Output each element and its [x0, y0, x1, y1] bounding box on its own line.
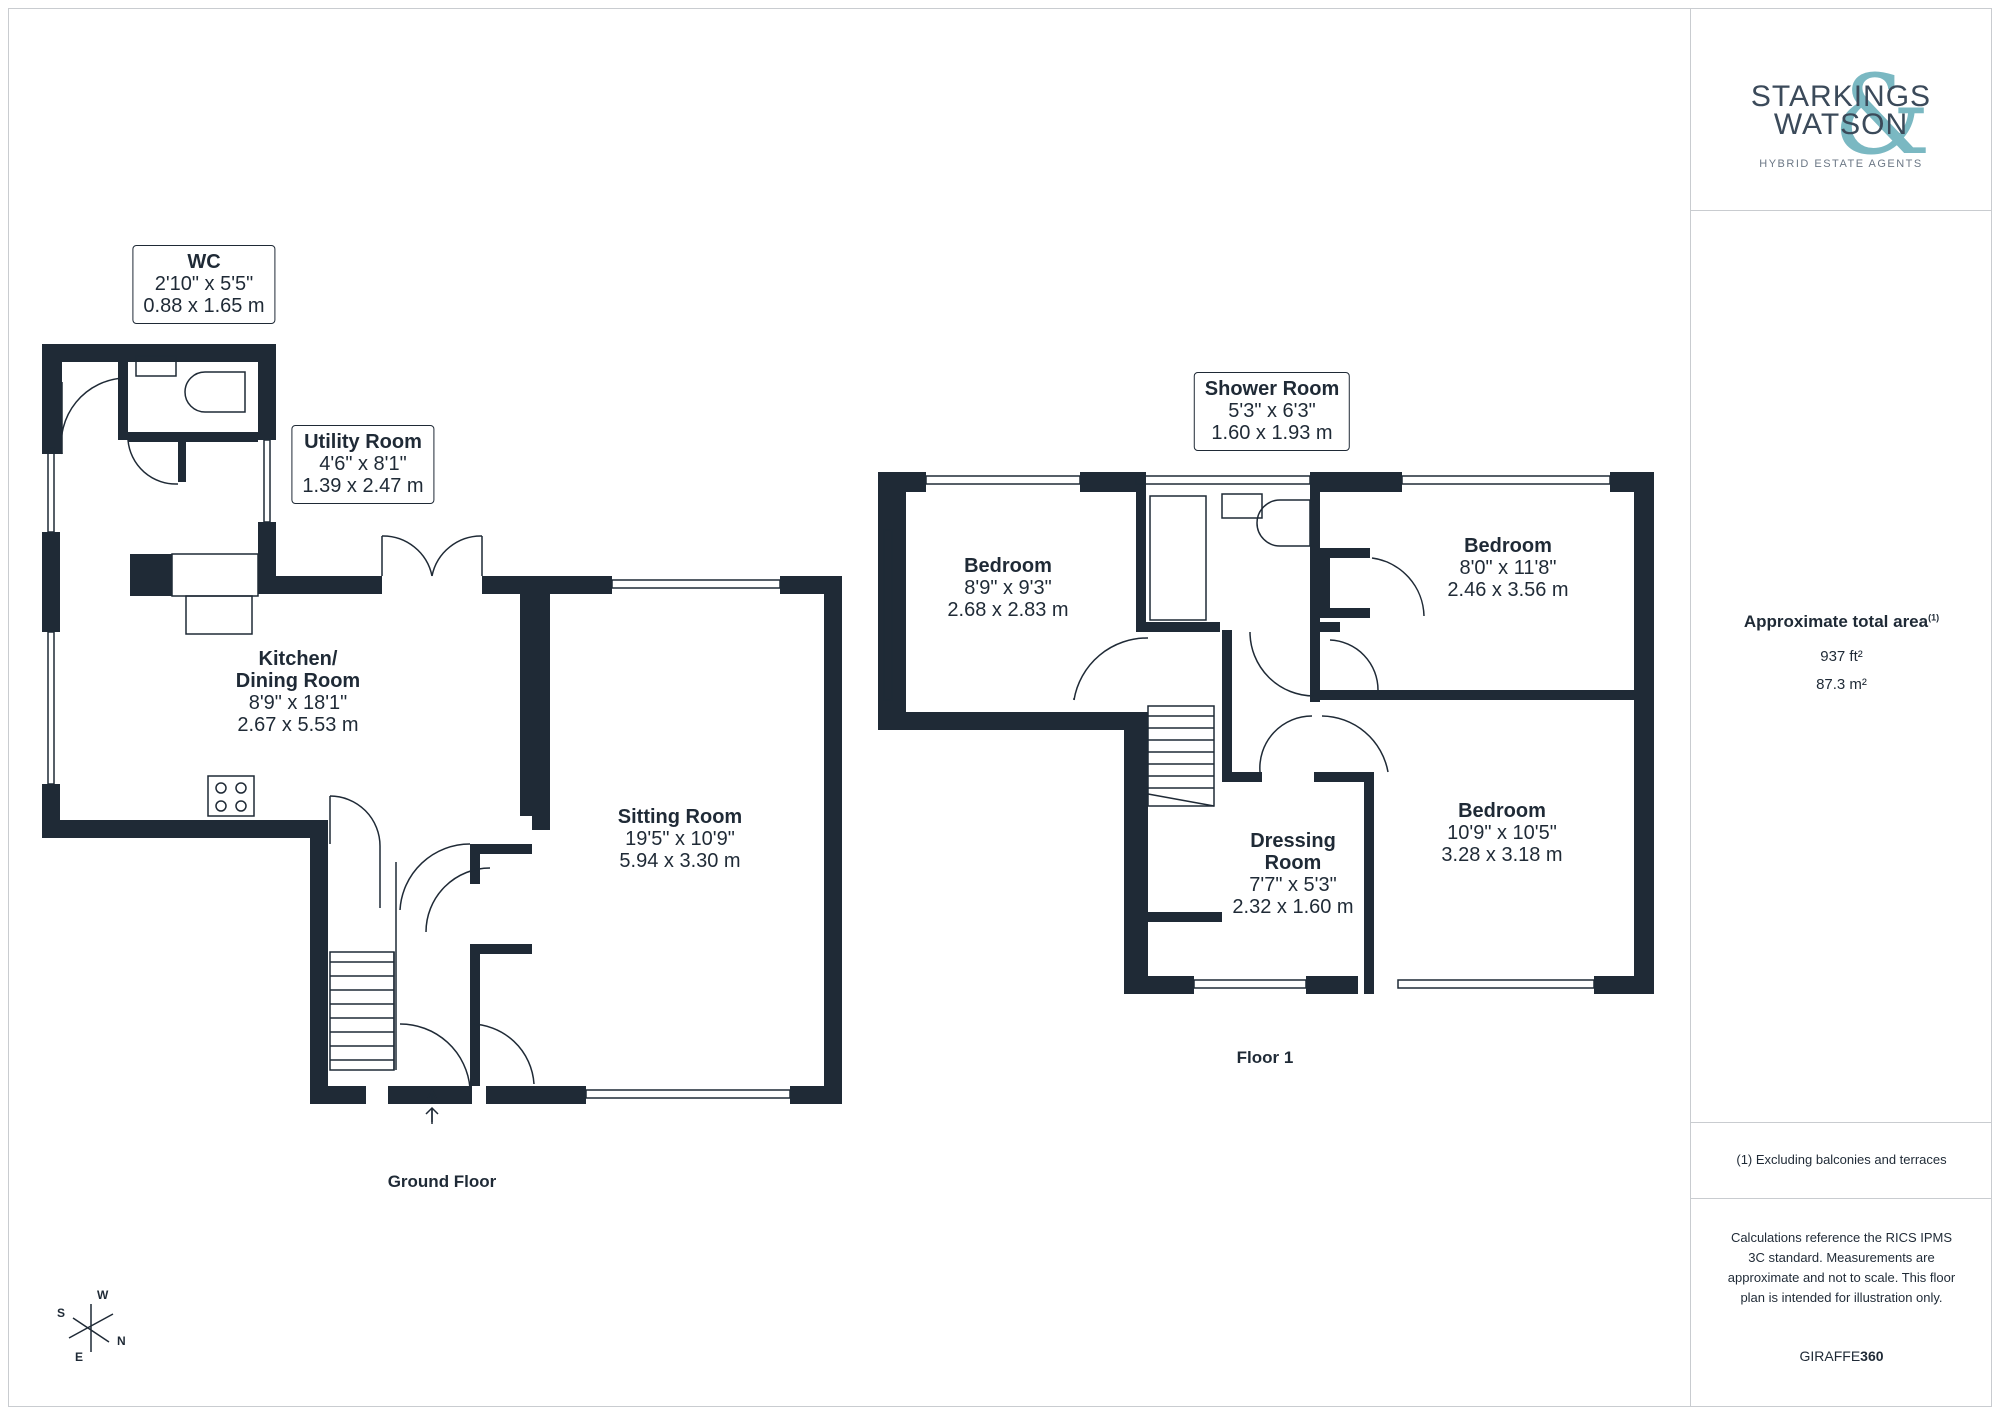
area-title: Approximate total area(1) — [1691, 612, 1992, 632]
footnote: (1) Excluding balconies and terraces — [1736, 1152, 1947, 1167]
wc-name: WC — [187, 251, 221, 273]
sidebar-divider — [1691, 210, 1992, 211]
compass-w: W — [97, 1288, 109, 1302]
area-sqft: 937 ft² — [1820, 648, 1863, 665]
shower-name: Shower Room — [1204, 378, 1340, 400]
logo-ampersand: & — [1833, 51, 1931, 179]
floor-plan-drawing — [42, 344, 1654, 1124]
shower-metric: 1.60 x 1.93 m — [1211, 422, 1333, 444]
compass-rose: W S N E — [55, 1280, 135, 1370]
brand-logo: & STARKINGS WATSON HYBRID ESTATE AGENTS — [1721, 60, 1961, 180]
utility-callout: Utility Room 4'6" x 8'1" 1.39 x 2.47 m — [291, 425, 435, 504]
kitchen-name-line1: Kitchen/ — [258, 648, 338, 670]
area-sqm: 87.3 m² — [1816, 676, 1867, 693]
dressing-imperial: 7'7" x 5'3" — [1249, 874, 1337, 896]
bedroom-1-metric: 2.68 x 2.83 m — [947, 599, 1069, 621]
bedroom-3-metric: 3.28 x 3.18 m — [1441, 844, 1563, 866]
bedroom-3-imperial: 10'9" x 10'5" — [1447, 822, 1557, 844]
logo-line2: WATSON — [1773, 108, 1909, 141]
utility-name: Utility Room — [304, 431, 422, 453]
wc-metric: 0.88 x 1.65 m — [143, 295, 265, 317]
dressing-name-line1: Dressing — [1250, 830, 1336, 852]
kitchen-imperial: 8'9" x 18'1" — [248, 692, 348, 714]
compass-e: E — [75, 1350, 84, 1364]
kitchen-metric: 2.67 x 5.53 m — [237, 714, 359, 736]
area-title-text: Approximate total area — [1743, 612, 1929, 631]
utility-metric: 1.39 x 2.47 m — [302, 475, 424, 497]
dressing-metric: 2.32 x 1.60 m — [1232, 896, 1354, 918]
provider-prefix: GIRAFFE — [1799, 1348, 1861, 1364]
sidebar-divider — [1691, 1122, 1992, 1123]
bedroom-3-label: Bedroom 10'9" x 10'5" 3.28 x 3.18 m — [1441, 800, 1562, 866]
logo-tagline: HYBRID ESTATE AGENTS — [1759, 158, 1923, 170]
ground-floor-label: Ground Floor — [387, 1172, 497, 1191]
provider-logo: GIRAFFE360 — [1691, 1348, 1992, 1364]
wc-imperial: 2'10" x 5'5" — [154, 273, 254, 295]
wc-callout: WC 2'10" x 5'5" 0.88 x 1.65 m — [132, 245, 276, 324]
bedroom-1-name: Bedroom — [964, 555, 1052, 577]
info-sidebar: & STARKINGS WATSON HYBRID ESTATE AGENTS … — [1690, 8, 1992, 1407]
bedroom-1-label: Bedroom 8'9" x 9'3" 2.68 x 2.83 m — [947, 555, 1068, 621]
area-note-marker: (1) — [1928, 612, 1940, 623]
sitting-label: Sitting Room 19'5" x 10'9" 5.94 x 3.30 m — [618, 806, 742, 872]
bedroom-2-imperial: 8'0" x 11'8" — [1459, 557, 1557, 579]
disclaimer: Calculations reference the RICS IPMS 3C … — [1727, 1230, 1956, 1305]
bedroom-1-imperial: 8'9" x 9'3" — [964, 577, 1052, 599]
first-floor-fixtures — [883, 475, 1611, 989]
bedroom-2-name: Bedroom — [1464, 535, 1552, 557]
sidebar-divider — [1691, 1198, 1992, 1199]
kitchen-label: Kitchen/ Dining Room 8'9" x 18'1" 2.67 x… — [236, 648, 360, 736]
page-frame — [8, 8, 1992, 1407]
logo-line1: STARKINGS — [1750, 80, 1932, 113]
bedroom-2-metric: 2.46 x 3.56 m — [1447, 579, 1569, 601]
utility-imperial: 4'6" x 8'1" — [319, 453, 407, 475]
floor-1-label: Floor 1 — [1236, 1048, 1294, 1067]
shower-callout: Shower Room 5'3" x 6'3" 1.60 x 1.93 m — [1193, 372, 1351, 451]
provider-suffix: 360 — [1860, 1348, 1884, 1364]
shower-imperial: 5'3" x 6'3" — [1228, 400, 1316, 422]
compass-n: N — [117, 1334, 126, 1348]
bedroom-3-name: Bedroom — [1458, 800, 1546, 822]
dressing-room-label: Dressing Room 7'7" x 5'3" 2.32 x 1.60 m — [1232, 830, 1353, 918]
sitting-metric: 5.94 x 3.30 m — [619, 850, 741, 872]
sitting-name: Sitting Room — [617, 806, 743, 828]
dressing-name-line2: Room — [1264, 852, 1322, 874]
ground-floor-fixtures — [47, 355, 791, 1124]
bedroom-2-label: Bedroom 8'0" x 11'8" 2.46 x 3.56 m — [1447, 535, 1568, 601]
compass-s: S — [57, 1306, 66, 1320]
sitting-imperial: 19'5" x 10'9" — [625, 828, 735, 850]
ground-floor-walls — [42, 344, 842, 1104]
compass-icon — [68, 1304, 114, 1352]
kitchen-name-line2: Dining Room — [235, 670, 361, 692]
